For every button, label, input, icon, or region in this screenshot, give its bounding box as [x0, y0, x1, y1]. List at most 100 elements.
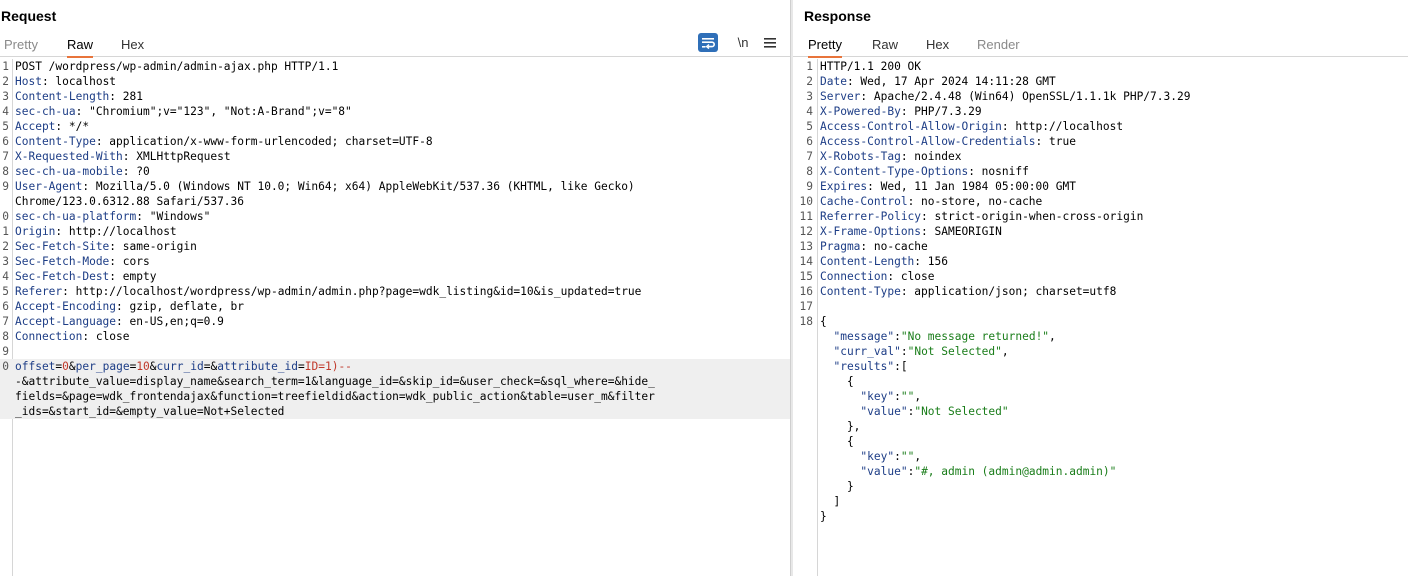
token: Sec-Fetch-Dest [15, 270, 110, 283]
line-number: 8 [2, 330, 9, 343]
line-content: X-Robots-Tag: noindex [820, 149, 961, 164]
tab-raw[interactable]: Raw [872, 37, 899, 52]
line-number: 7 [2, 315, 9, 328]
code-line: 18{ [793, 314, 1408, 329]
line-content: sec-ch-ua-platform: "Windows" [15, 209, 210, 224]
line-content: "key":"", [820, 449, 921, 464]
tab-raw[interactable]: Raw [67, 36, 94, 58]
tab-hex[interactable]: Hex [121, 37, 145, 52]
line-content: POST /wordpress/wp-admin/admin-ajax.php … [15, 59, 338, 74]
token: & [68, 360, 76, 373]
token: ] [820, 495, 841, 508]
token [820, 330, 833, 343]
line-number: 5 [806, 120, 813, 133]
token: : PHP/7.3.29 [900, 105, 982, 118]
token: : noindex [900, 150, 962, 163]
line-number: 0 [2, 210, 9, 223]
line-content: Content-Type: application/x-www-form-url… [15, 134, 433, 149]
line-number: 8 [806, 165, 813, 178]
token: User-Agent [15, 180, 83, 193]
line-content: X-Frame-Options: SAMEORIGIN [820, 224, 1002, 239]
line-content: Content-Type: application/json; charset=… [820, 284, 1116, 299]
line-number: 4 [2, 270, 9, 283]
token: = [55, 360, 63, 373]
token: : strict-origin-when-cross-origin [921, 210, 1144, 223]
token: }, [820, 420, 861, 433]
tab-pretty[interactable]: Pretty [4, 37, 38, 52]
line-content: Content-Length: 281 [15, 89, 143, 104]
code-line: fields=&page=wdk_frontendajax&function=t… [0, 389, 790, 404]
token: , [1001, 345, 1009, 358]
line-content: Access-Control-Allow-Credentials: true [820, 134, 1076, 149]
line-content: Sec-Fetch-Mode: cors [15, 254, 150, 269]
newline-toggle-button[interactable]: \n [737, 35, 749, 50]
token: : SAMEORIGIN [921, 225, 1002, 238]
tab-render[interactable]: Render [977, 37, 1020, 52]
token: : close [887, 270, 935, 283]
token: Sec-Fetch-Site [15, 240, 110, 253]
line-content: Sec-Fetch-Dest: empty [15, 269, 156, 284]
wrap-lines-icon[interactable] [698, 33, 718, 52]
hamburger-menu-icon[interactable] [762, 33, 778, 52]
line-content: Accept-Language: en-US,en;q=0.9 [15, 314, 224, 329]
token: Referrer-Policy [820, 210, 922, 223]
code-line: 9 [0, 344, 790, 359]
line-content: ] [820, 494, 840, 509]
token: : "Chromium";v="123", "Not:A-Brand";v="8… [75, 105, 352, 118]
token: Content-Length [820, 255, 915, 268]
tab-pretty[interactable]: Pretty [808, 36, 842, 58]
line-content: Cache-Control: no-store, no-cache [820, 194, 1042, 209]
token: X-Robots-Tag [820, 150, 901, 163]
token: "Not Selected" [907, 345, 1002, 358]
token: sec-ch-ua-platform [15, 210, 137, 223]
line-number: 16 [799, 285, 813, 298]
token: Connection [820, 270, 888, 283]
token: 0 [62, 360, 69, 373]
line-content: "key":"", [820, 389, 921, 404]
line-number: 18 [799, 315, 813, 328]
token [820, 465, 860, 478]
code-line: { [793, 434, 1408, 449]
token: : [900, 345, 908, 358]
token: Access-Control-Allow-Origin [820, 120, 1002, 133]
code-line: ] [793, 494, 1408, 509]
line-content: Connection: close [820, 269, 935, 284]
token: : [907, 405, 915, 418]
line-content: _ids=&start_id=&empty_value=Not+Selected [15, 404, 284, 419]
code-line: } [793, 479, 1408, 494]
line-content: X-Content-Type-Options: nosniff [820, 164, 1029, 179]
line-number: 13 [799, 240, 813, 253]
token: : http://localhost [1001, 120, 1124, 133]
token [820, 345, 833, 358]
line-content: User-Agent: Mozilla/5.0 (Windows NT 10.0… [15, 179, 635, 194]
pane-splitter[interactable] [790, 0, 793, 576]
response-title: Response [804, 8, 871, 24]
line-number: 14 [799, 255, 813, 268]
line-number: 11 [799, 210, 813, 223]
line-content: Content-Length: 156 [820, 254, 948, 269]
token: ID=1)-- [304, 360, 352, 373]
token: Host [15, 75, 42, 88]
token: { [820, 435, 854, 448]
token [820, 450, 860, 463]
line-content: HTTP/1.1 200 OK [820, 59, 921, 74]
token: _ids=&start_id=&empty_value=Not+Selected [15, 405, 285, 418]
token: Content-Length [15, 90, 110, 103]
token: : http://localhost [55, 225, 177, 238]
line-content: Sec-Fetch-Site: same-origin [15, 239, 197, 254]
token: Server [820, 90, 861, 103]
tab-hex[interactable]: Hex [926, 37, 950, 52]
line-content: Chrome/123.0.6312.88 Safari/537.36 [15, 194, 244, 209]
